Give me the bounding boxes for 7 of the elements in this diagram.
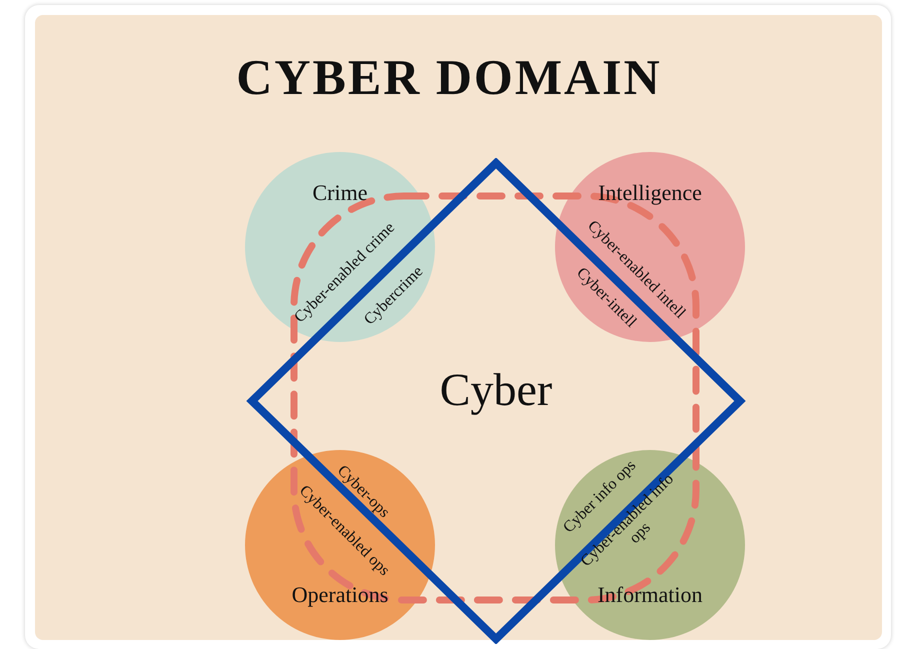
circle-label: Intelligence bbox=[597, 180, 703, 206]
circle-label: Crime bbox=[312, 180, 368, 206]
title: CYBER DOMAIN bbox=[235, 48, 663, 106]
circle-label: Information bbox=[596, 582, 704, 608]
circle-label: Operations bbox=[290, 582, 390, 608]
diamond-label: Cyber bbox=[438, 363, 554, 416]
diamond bbox=[246, 158, 746, 644]
